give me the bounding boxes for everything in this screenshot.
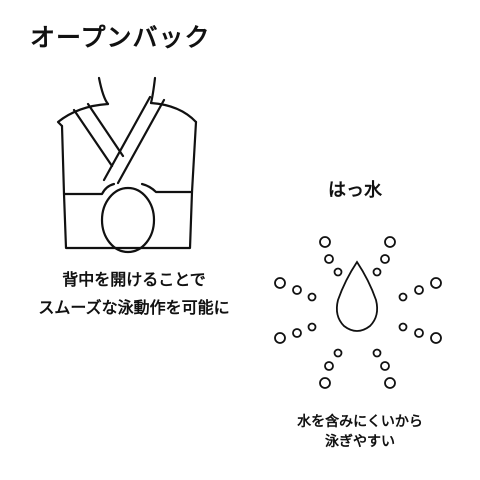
open-back-caption: 背中を開けることで スムーズな泳動作を可能に bbox=[14, 266, 254, 322]
page-title: オープンバック bbox=[30, 23, 211, 52]
open-back-caption-line-1: 背中を開けることで bbox=[62, 270, 206, 289]
water-repellent-caption-line-2: 泳ぎやすい bbox=[325, 434, 395, 450]
water-repellent-title: はっ水 bbox=[328, 180, 382, 201]
water-repellent-caption-line-1: 水を含みにくいから bbox=[297, 414, 423, 430]
open-back-caption-line-2: スムーズな泳動作を可能に bbox=[38, 298, 230, 317]
water-repellent-caption: 水を含みにくいから 泳ぎやすい bbox=[270, 412, 450, 452]
